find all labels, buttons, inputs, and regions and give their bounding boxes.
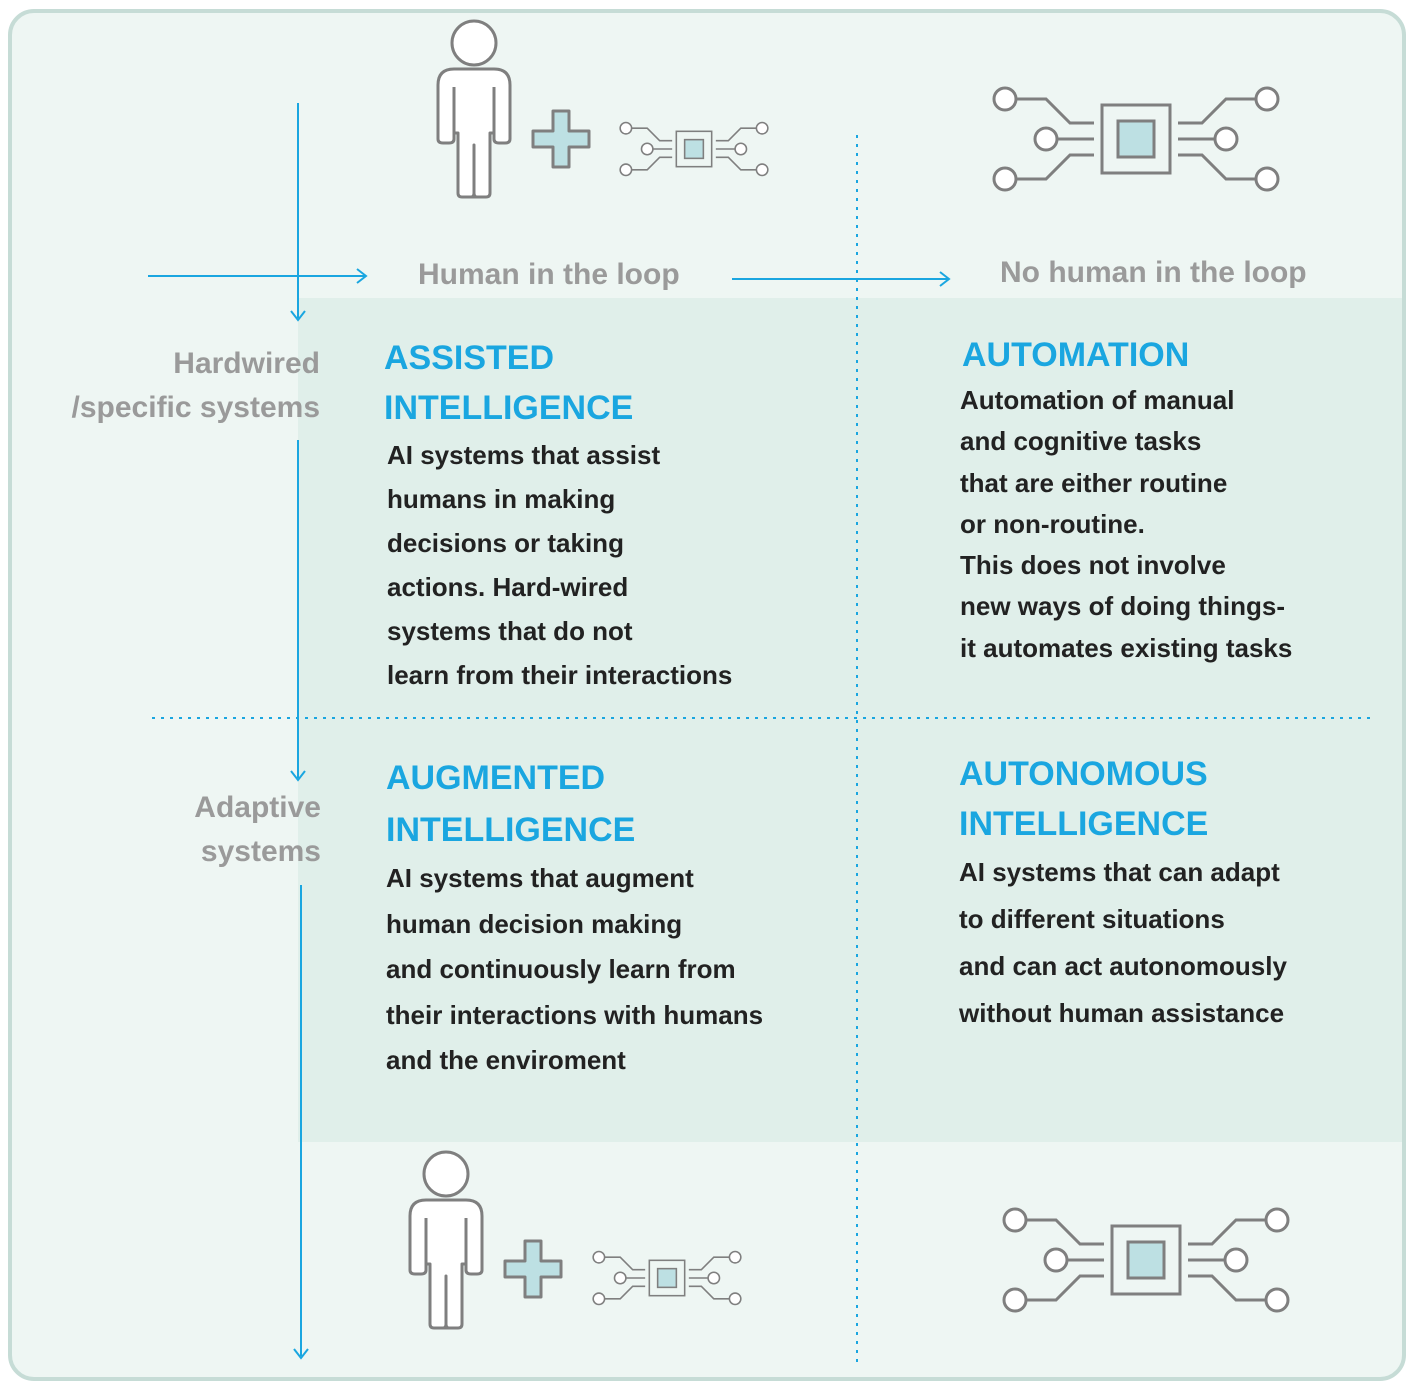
person-icon (436, 19, 512, 199)
quadrant-autonomous-intelligence: AUTONOMOUS INTELLIGENCE AI systems that … (959, 749, 1389, 1037)
diagram-frame (8, 9, 1406, 1381)
quadrant-description: AI systems that can adapt to different s… (959, 857, 1287, 1028)
column-label-no-human-in-loop: No human in the loop (1000, 256, 1307, 289)
quadrant-title: AUTOMATION (962, 336, 1190, 374)
quadrant-title: ASSISTED INTELLIGENCE (384, 339, 634, 427)
chip-icon (592, 1250, 742, 1306)
quadrant-title: AUTONOMOUS INTELLIGENCE (959, 755, 1209, 843)
chip-icon (992, 86, 1280, 192)
chip-icon (619, 121, 769, 177)
plus-icon (531, 109, 591, 169)
row-label-adaptive: Adaptive systems (194, 791, 321, 868)
horizontal-axis-arrow (148, 268, 951, 287)
column-label-human-in-loop: Human in the loop (418, 258, 680, 291)
row-label-hardwired: Hardwired /specific systems (71, 347, 320, 424)
quadrant-description: Automation of manual and cognitive tasks… (960, 385, 1293, 663)
quadrant-assisted-intelligence: ASSISTED INTELLIGENCE AI systems that as… (384, 333, 844, 697)
quadrant-shade (298, 298, 1402, 1142)
quadrant-description: AI systems that augment human decision m… (386, 863, 764, 1075)
chip-icon (1002, 1207, 1290, 1313)
quadrant-title: AUGMENTED INTELLIGENCE (386, 759, 636, 849)
quadrant-augmented-intelligence: AUGMENTED INTELLIGENCE AI systems that a… (386, 752, 846, 1084)
quadrant-description: AI systems that assist humans in making … (387, 440, 733, 690)
vertical-axis-arrow (290, 103, 309, 1360)
quadrant-automation: AUTOMATION Automation of manual and cogn… (960, 330, 1382, 669)
person-icon (408, 1150, 484, 1330)
plus-icon (503, 1239, 563, 1299)
